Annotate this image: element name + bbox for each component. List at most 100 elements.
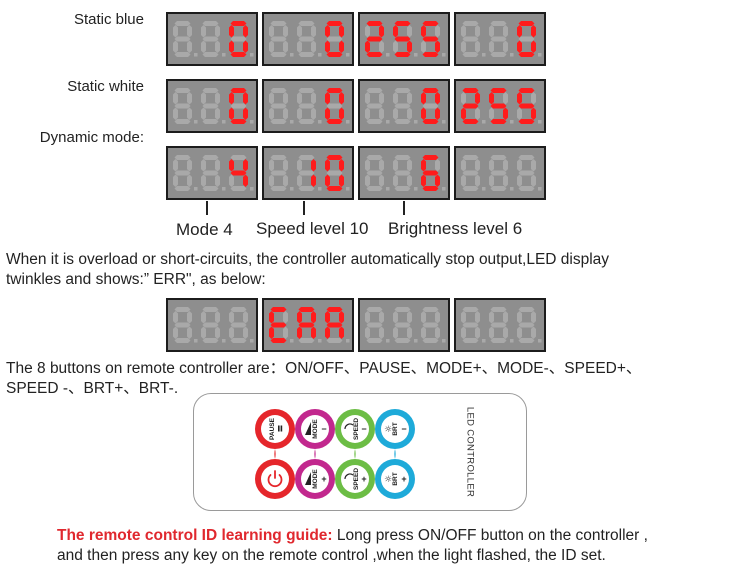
- pause-button[interactable]: PAUSE: [269, 417, 283, 440]
- mode-plus-button[interactable]: MODE +: [305, 469, 327, 489]
- decimal-point: [510, 120, 514, 124]
- decimal-point: [318, 120, 322, 124]
- segment-unlit: [366, 307, 383, 312]
- segment-unlit: [394, 103, 411, 109]
- decimal-point: [346, 339, 350, 343]
- segment-unlit: [462, 21, 479, 26]
- segment-unlit: [298, 103, 315, 109]
- plus-icon: +: [321, 474, 326, 484]
- segment-unlit: [174, 119, 191, 124]
- segment-unlit: [421, 40, 426, 53]
- segment-unlit: [366, 103, 383, 109]
- segment-unlit: [461, 92, 466, 105]
- led-controller-label: LED CONTROLLER: [464, 406, 476, 498]
- segment-unlit: [173, 92, 178, 105]
- segment-lit: [394, 21, 411, 26]
- segment-unlit: [366, 155, 383, 160]
- segment-lit: [325, 174, 330, 187]
- segment-unlit: [490, 21, 507, 26]
- segment-unlit: [230, 338, 247, 343]
- segment-unlit: [202, 155, 219, 160]
- segment-unlit: [489, 107, 494, 120]
- segment-lit: [394, 36, 411, 42]
- segment-unlit: [489, 40, 494, 53]
- mode-minus-button[interactable]: MODE −: [305, 419, 327, 439]
- segment-unlit: [518, 36, 535, 42]
- segment-unlit: [531, 311, 536, 324]
- decimal-point: [414, 120, 418, 124]
- segment-unlit: [215, 107, 220, 120]
- segment-lit: [490, 88, 507, 93]
- segment-unlit: [503, 311, 508, 324]
- decimal-point: [318, 53, 322, 57]
- segment-unlit: [215, 159, 220, 172]
- segment-unlit: [311, 25, 316, 38]
- segment-unlit: [174, 307, 191, 312]
- speed-plus-button[interactable]: SPEED +: [344, 468, 367, 490]
- segment-unlit: [174, 21, 191, 26]
- segment-lit: [421, 174, 426, 187]
- segment-unlit: [298, 21, 315, 26]
- segment-lit: [435, 174, 440, 187]
- segment-unlit: [490, 52, 507, 57]
- segment-unlit: [173, 25, 178, 38]
- brt-plus-button[interactable]: ☼ BRT +: [384, 472, 407, 485]
- segment-unlit: [490, 186, 507, 191]
- segment-unlit: [311, 92, 316, 105]
- decimal-point: [194, 53, 198, 57]
- segment-unlit: [215, 25, 220, 38]
- segment-unlit: [298, 155, 315, 160]
- segment-unlit: [461, 174, 466, 187]
- brt-plus-label: BRT: [392, 472, 399, 485]
- segment-lit: [311, 311, 316, 324]
- segment-unlit: [490, 307, 507, 312]
- segment-lit: [518, 21, 535, 26]
- segment-unlit: [435, 159, 440, 172]
- segment-unlit: [270, 155, 287, 160]
- segment-lit: [325, 92, 330, 105]
- segment-lit: [517, 25, 522, 38]
- segment-lit: [229, 40, 234, 53]
- decimal-point: [414, 339, 418, 343]
- segment-lit: [394, 52, 411, 57]
- segment-unlit: [187, 107, 192, 120]
- segment-unlit: [366, 186, 383, 191]
- magenta-button-column: [295, 409, 335, 499]
- guide-line1: The remote control ID learning guide: Lo…: [57, 525, 648, 546]
- segment-unlit: [379, 174, 384, 187]
- segment-unlit: [475, 326, 480, 339]
- decimal-point: [386, 187, 390, 191]
- segment-unlit: [243, 311, 248, 324]
- segment-unlit: [173, 326, 178, 339]
- segment-unlit: [490, 36, 507, 42]
- decimal-point: [510, 339, 514, 343]
- segment-unlit: [503, 40, 508, 53]
- segment-unlit: [326, 338, 343, 343]
- segment-lit: [325, 25, 330, 38]
- segment-lit: [517, 40, 522, 53]
- segment-unlit: [517, 326, 522, 339]
- power-button[interactable]: [267, 470, 283, 488]
- segment-unlit: [269, 159, 274, 172]
- segment-unlit: [283, 25, 288, 38]
- caption-mode: Mode 4: [176, 220, 233, 239]
- brt-minus-button[interactable]: ☼ BRT −: [384, 422, 407, 435]
- segment-lit: [325, 159, 330, 172]
- decimal-point: [538, 339, 542, 343]
- segment-unlit: [461, 40, 466, 53]
- segment-lit: [462, 119, 479, 124]
- segment-unlit: [283, 107, 288, 120]
- mode-ramp-icon: [305, 472, 311, 485]
- decimal-point: [442, 53, 446, 57]
- segment-lit: [517, 92, 522, 105]
- segment-unlit: [298, 119, 315, 124]
- segment-unlit: [503, 174, 508, 187]
- decimal-point: [290, 53, 294, 57]
- segment-unlit: [366, 119, 383, 124]
- speed-minus-button[interactable]: SPEED −: [344, 418, 367, 440]
- segment-unlit: [283, 174, 288, 187]
- segment-unlit: [462, 186, 479, 191]
- segment-unlit: [215, 92, 220, 105]
- segment-unlit: [202, 36, 219, 42]
- segment-lit: [326, 21, 343, 26]
